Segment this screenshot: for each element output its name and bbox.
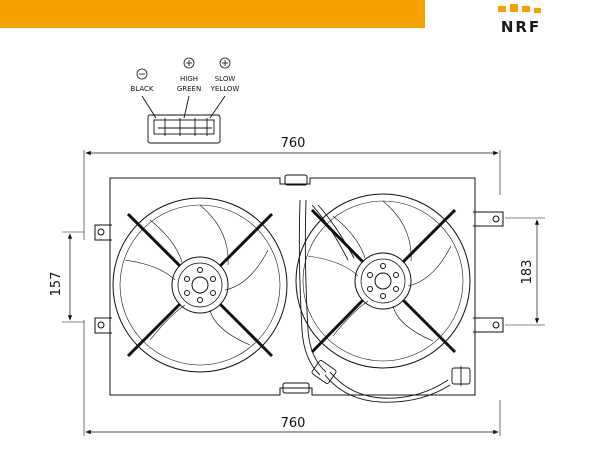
top-width-dimension: 760 <box>83 136 501 240</box>
logo-mark-icon <box>498 4 541 13</box>
nrf-logo: NRF <box>478 4 564 48</box>
left-fan <box>112 197 288 373</box>
bottom-width-label: 760 <box>281 416 306 431</box>
connector-labels: BLACK HIGH GREEN SLOW YELLOW <box>130 57 240 93</box>
right-fan <box>295 193 471 369</box>
wire-label-green: GREEN <box>177 85 201 93</box>
top-width-label: 760 <box>281 136 306 151</box>
right-height-label: 183 <box>520 260 535 285</box>
bottom-width-dimension: 760 <box>83 320 501 436</box>
wire-label-high: HIGH <box>180 75 198 83</box>
logo-text: NRF <box>500 18 542 36</box>
pin-symbol-3 <box>219 57 231 69</box>
wire-label-yellow: YELLOW <box>210 85 240 93</box>
left-height-dimension: 157 <box>49 231 84 323</box>
wire-label-slow: SLOW <box>215 75 236 83</box>
left-height-label: 157 <box>49 272 64 297</box>
connector-plug <box>141 95 226 144</box>
fan-shroud <box>94 174 504 396</box>
right-height-dimension: 183 <box>505 217 545 326</box>
pin-symbol-1 <box>136 68 148 80</box>
brand-banner <box>0 0 425 28</box>
wire-label-black: BLACK <box>130 85 153 93</box>
wiring-harness <box>298 199 471 403</box>
banner-bar <box>0 0 425 28</box>
pin-symbol-2 <box>183 57 195 69</box>
